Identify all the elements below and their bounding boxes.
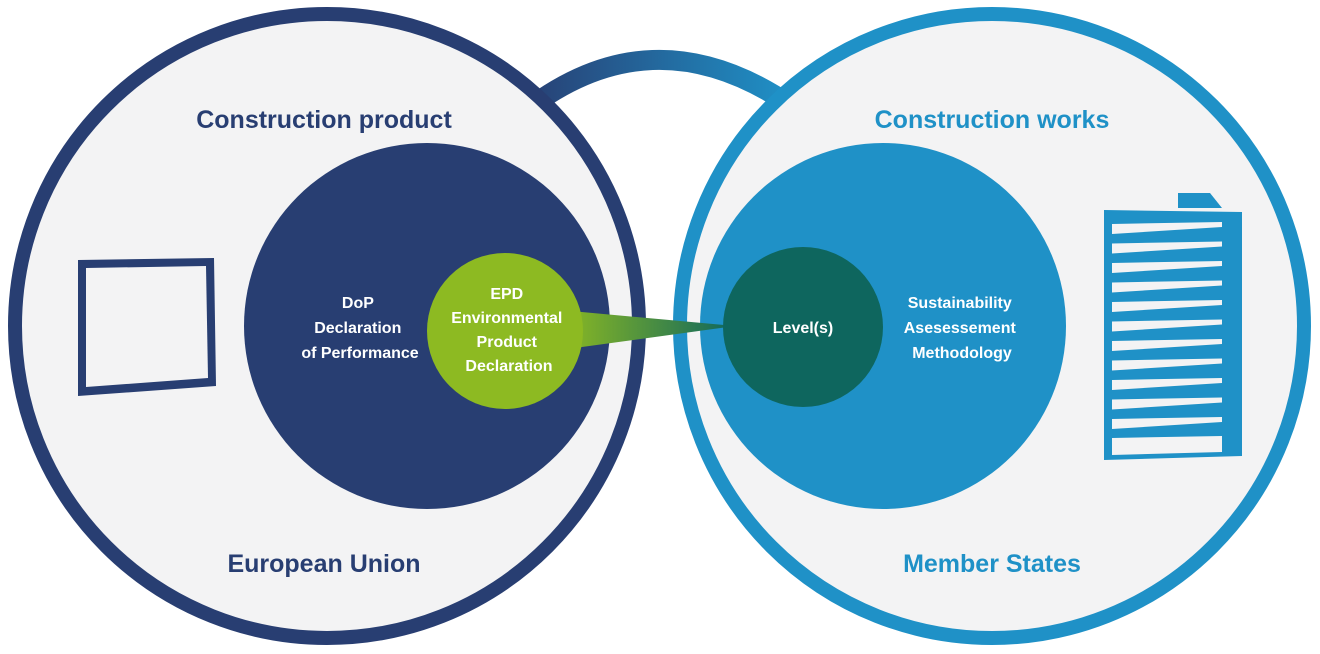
building-floor-stripe (1112, 300, 1222, 312)
building-floor-stripe (1112, 241, 1222, 254)
square-outline-icon (78, 258, 216, 396)
epd-levels-connector (560, 310, 735, 350)
building-floor-stripe (1112, 319, 1222, 332)
epd-label: EPD Environmental Product Declaration (451, 286, 567, 375)
building-floor-stripe (1112, 358, 1222, 371)
dop-label: DoP Declaration of Performance (301, 295, 418, 362)
construction-product-circle: Construction product European Union DoP … (8, 7, 646, 645)
dop-disc (244, 143, 610, 509)
methodology-label: Sustainability Asesessement Methodology (904, 295, 1021, 362)
building-floor-stripe (1112, 222, 1222, 234)
building-floor-stripe (1112, 417, 1222, 429)
construction-works-circle: Construction works Member States Sustain… (673, 7, 1311, 645)
methodology-disc (700, 143, 1066, 509)
right-title: Construction works (875, 106, 1110, 134)
building-floor-stripe (1112, 339, 1222, 351)
levels-disc (723, 247, 883, 407)
epd-disc (427, 253, 583, 409)
left-title: Construction product (196, 106, 452, 134)
connector-arc (510, 50, 800, 125)
building-floor-stripe (1112, 397, 1222, 410)
right-footer: Member States (903, 550, 1081, 578)
levels-label: Level(s) (773, 320, 833, 337)
building-floor-stripe (1112, 261, 1222, 273)
left-footer: European Union (227, 550, 420, 578)
building-floor-stripe (1112, 280, 1222, 293)
building-icon (1104, 193, 1242, 460)
building-floor-stripe (1112, 378, 1222, 390)
